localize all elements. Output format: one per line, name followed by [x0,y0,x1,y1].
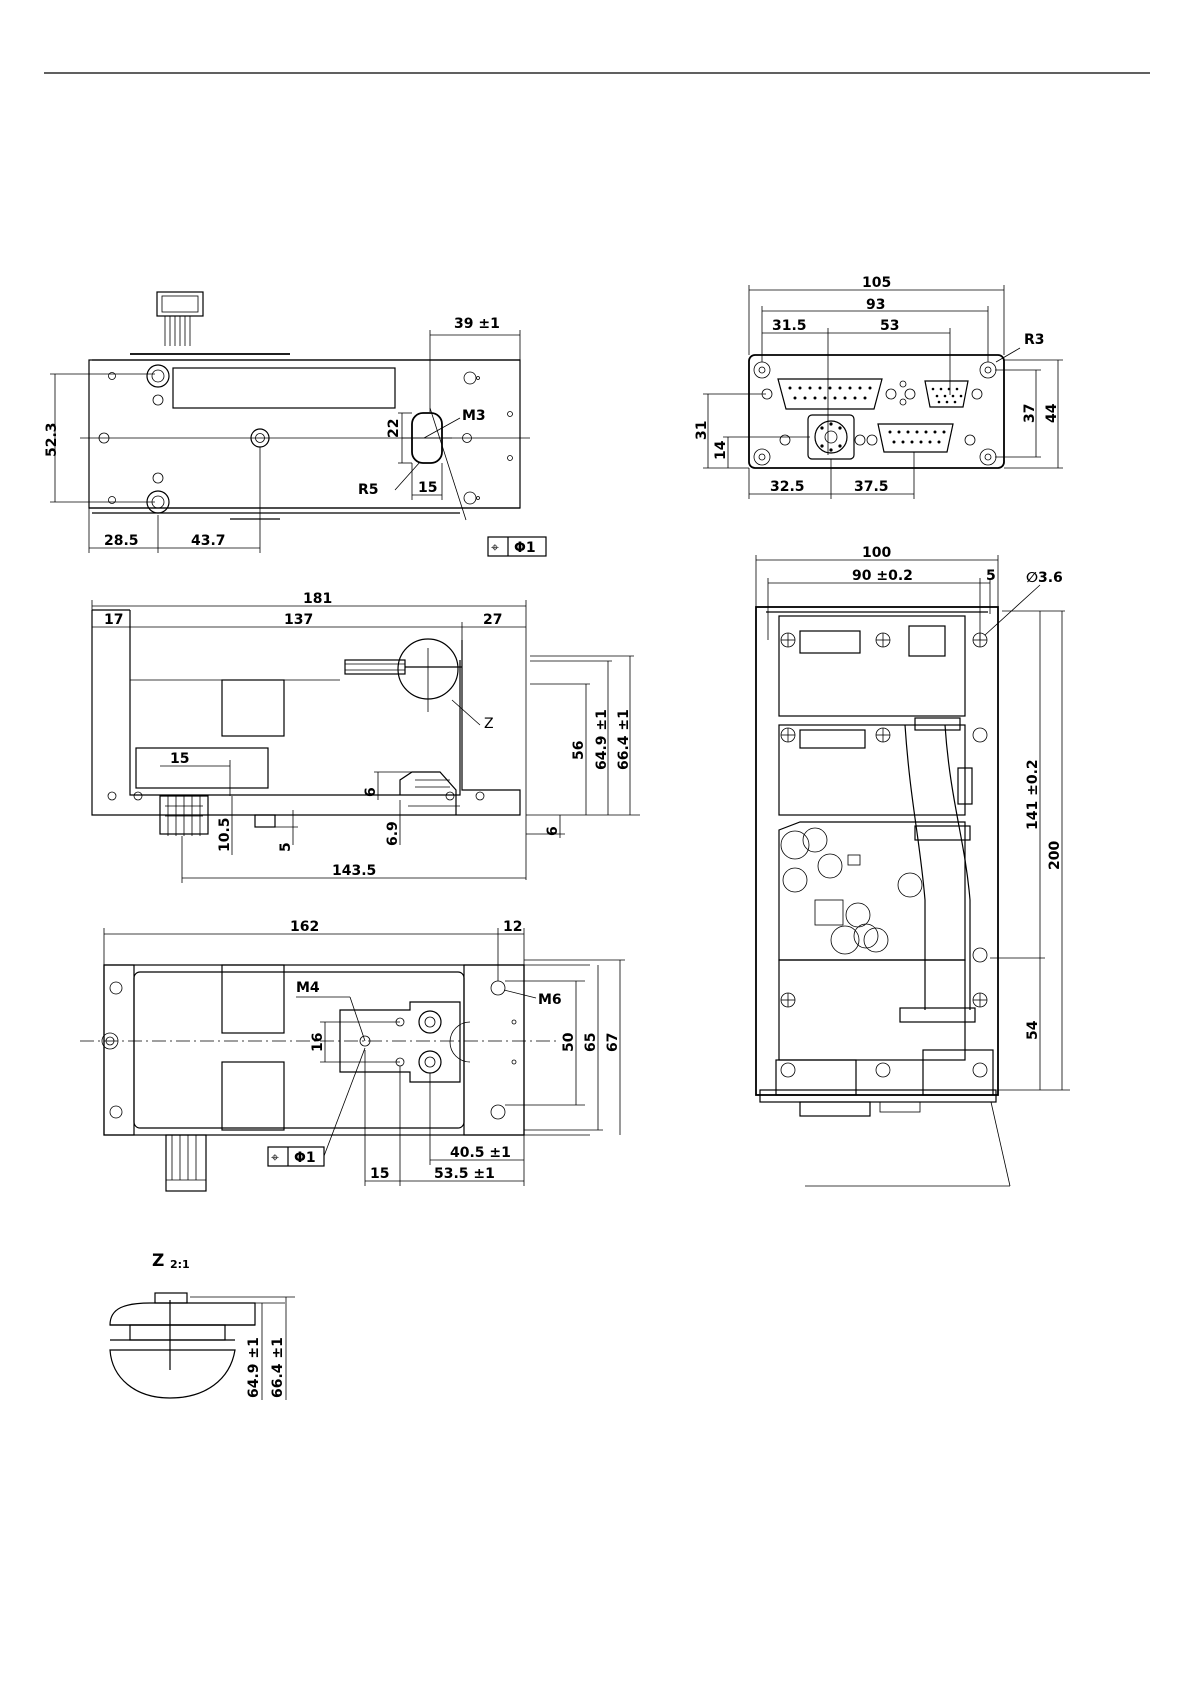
dim-28-5: 28.5 [104,533,139,549]
detail-z-scale: 2:1 [170,1258,190,1271]
rear-view: 100 90 ±0.2 5 ∅3.6 141 ±0.2 200 54 [756,545,1070,1186]
dim-37-5: 37.5 [854,479,889,495]
dim-27: 27 [483,612,502,628]
dim-39: 39 ±1 [454,316,500,332]
dim-10-5: 10.5 [217,817,233,852]
dim-6-cam: 6 [363,787,379,797]
detail-z-title: Z [152,1251,164,1271]
top-view: 39 ±1 52.3 22 15 M3 R5 28.5 43.7 ⌖ Φ1 [44,292,546,556]
dim-66-4-detail: 66.4 ±1 [270,1337,286,1398]
detail-z: Z 2:1 64.9 ±1 66.4 ±1 [110,1251,295,1400]
dim-143-5: 143.5 [332,863,376,879]
dim-6-9: 6.9 [385,821,401,846]
label-m3: M3 [462,408,486,424]
dim-15-side: 15 [170,751,189,767]
dim-43-7: 43.7 [191,533,226,549]
dim-hole-3-6: ∅3.6 [1026,570,1063,586]
dim-5-rear: 5 [986,568,996,584]
dim-64-9-detail: 64.9 ±1 [246,1337,262,1398]
dim-37-end: 37 [1022,404,1038,423]
dim-6-right: 6 [545,826,561,836]
dim-15-bottom: 15 [370,1166,389,1182]
label-r5: R5 [358,482,379,498]
dim-16: 16 [310,1033,326,1052]
front-end-view: 105 93 31.5 53 R3 31 14 37 44 32.5 37.5 [694,275,1063,499]
dim-90: 90 ±0.2 [852,568,913,584]
bottom-view: 162 12 M4 M6 16 50 65 67 40.5 ±1 15 53.5… [80,919,625,1191]
dim-141: 141 ±0.2 [1025,759,1041,830]
label-m4: M4 [296,980,320,996]
label-r3: R3 [1024,332,1045,348]
dim-22: 22 [386,419,402,438]
dim-137: 137 [284,612,313,628]
dim-54: 54 [1025,1020,1041,1040]
dim-53: 53 [880,318,899,334]
dim-105: 105 [862,275,891,291]
dim-100: 100 [862,545,891,561]
dim-64-9-side: 64.9 ±1 [594,709,610,770]
dim-65: 65 [583,1033,599,1052]
dim-5-side: 5 [278,842,294,852]
dim-14: 14 [713,440,729,460]
dim-181: 181 [303,591,332,607]
tolerance-value-top: Φ1 [514,540,536,556]
dim-31: 31 [694,421,710,440]
position-icon-bottom: ⌖ [271,1150,279,1166]
tolerance-value-bottom: Φ1 [294,1150,316,1166]
dim-200: 200 [1047,841,1063,870]
dim-32-5: 32.5 [770,479,805,495]
dim-15-top: 15 [418,480,437,496]
dim-162: 162 [290,919,319,935]
side-view: 181 17 137 27 Z 56 64.9 ±1 66.4 ±1 6 15 … [92,591,640,883]
dim-56: 56 [571,741,587,760]
dim-44: 44 [1044,403,1060,423]
dim-17: 17 [104,612,123,628]
dim-50: 50 [561,1032,577,1052]
position-icon: ⌖ [491,540,499,556]
dim-52-3: 52.3 [44,422,60,457]
label-m6: M6 [538,992,562,1008]
dim-12: 12 [503,919,522,935]
dim-66-4-side: 66.4 ±1 [616,709,632,770]
dim-67: 67 [605,1033,621,1052]
dim-93: 93 [866,297,885,313]
dim-40-5: 40.5 ±1 [450,1145,511,1161]
dim-31-5: 31.5 [772,318,807,334]
dim-53-5: 53.5 ±1 [434,1166,495,1182]
label-z: Z [484,716,494,732]
